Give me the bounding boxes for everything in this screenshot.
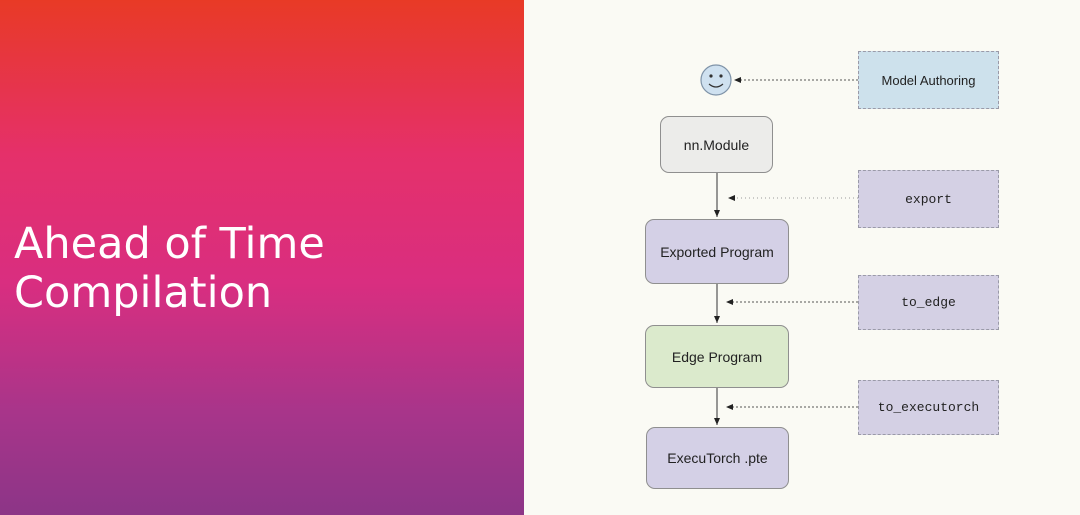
node-executorch-pte: ExecuTorch .pte [646,427,789,489]
step-to-edge: to_edge [858,275,999,330]
node-nn-module: nn.Module [660,116,773,173]
node-edge-program-label: Edge Program [671,348,763,365]
node-exported-program: Exported Program [645,219,789,284]
step-model-authoring-label: Model Authoring [881,72,976,88]
node-exported-program-label: Exported Program [660,243,774,260]
title-panel: Ahead of Time Compilation [0,0,524,515]
step-model-authoring: Model Authoring [858,51,999,109]
slide-title: Ahead of Time Compilation [14,220,325,318]
step-to-executorch: to_executorch [858,380,999,435]
node-nn-module-label: nn.Module [683,136,750,153]
smiley-face-icon [700,64,732,96]
node-edge-program: Edge Program [645,325,789,388]
node-executorch-pte-label: ExecuTorch .pte [667,450,768,466]
step-to-executorch-label: to_executorch [877,400,980,415]
step-to-edge-label: to_edge [901,295,956,310]
step-export: export [858,170,999,228]
slide-title-line-1: Ahead of Time [14,219,325,269]
step-export-label: export [905,191,952,207]
slide-title-line-2: Compilation [14,268,273,318]
